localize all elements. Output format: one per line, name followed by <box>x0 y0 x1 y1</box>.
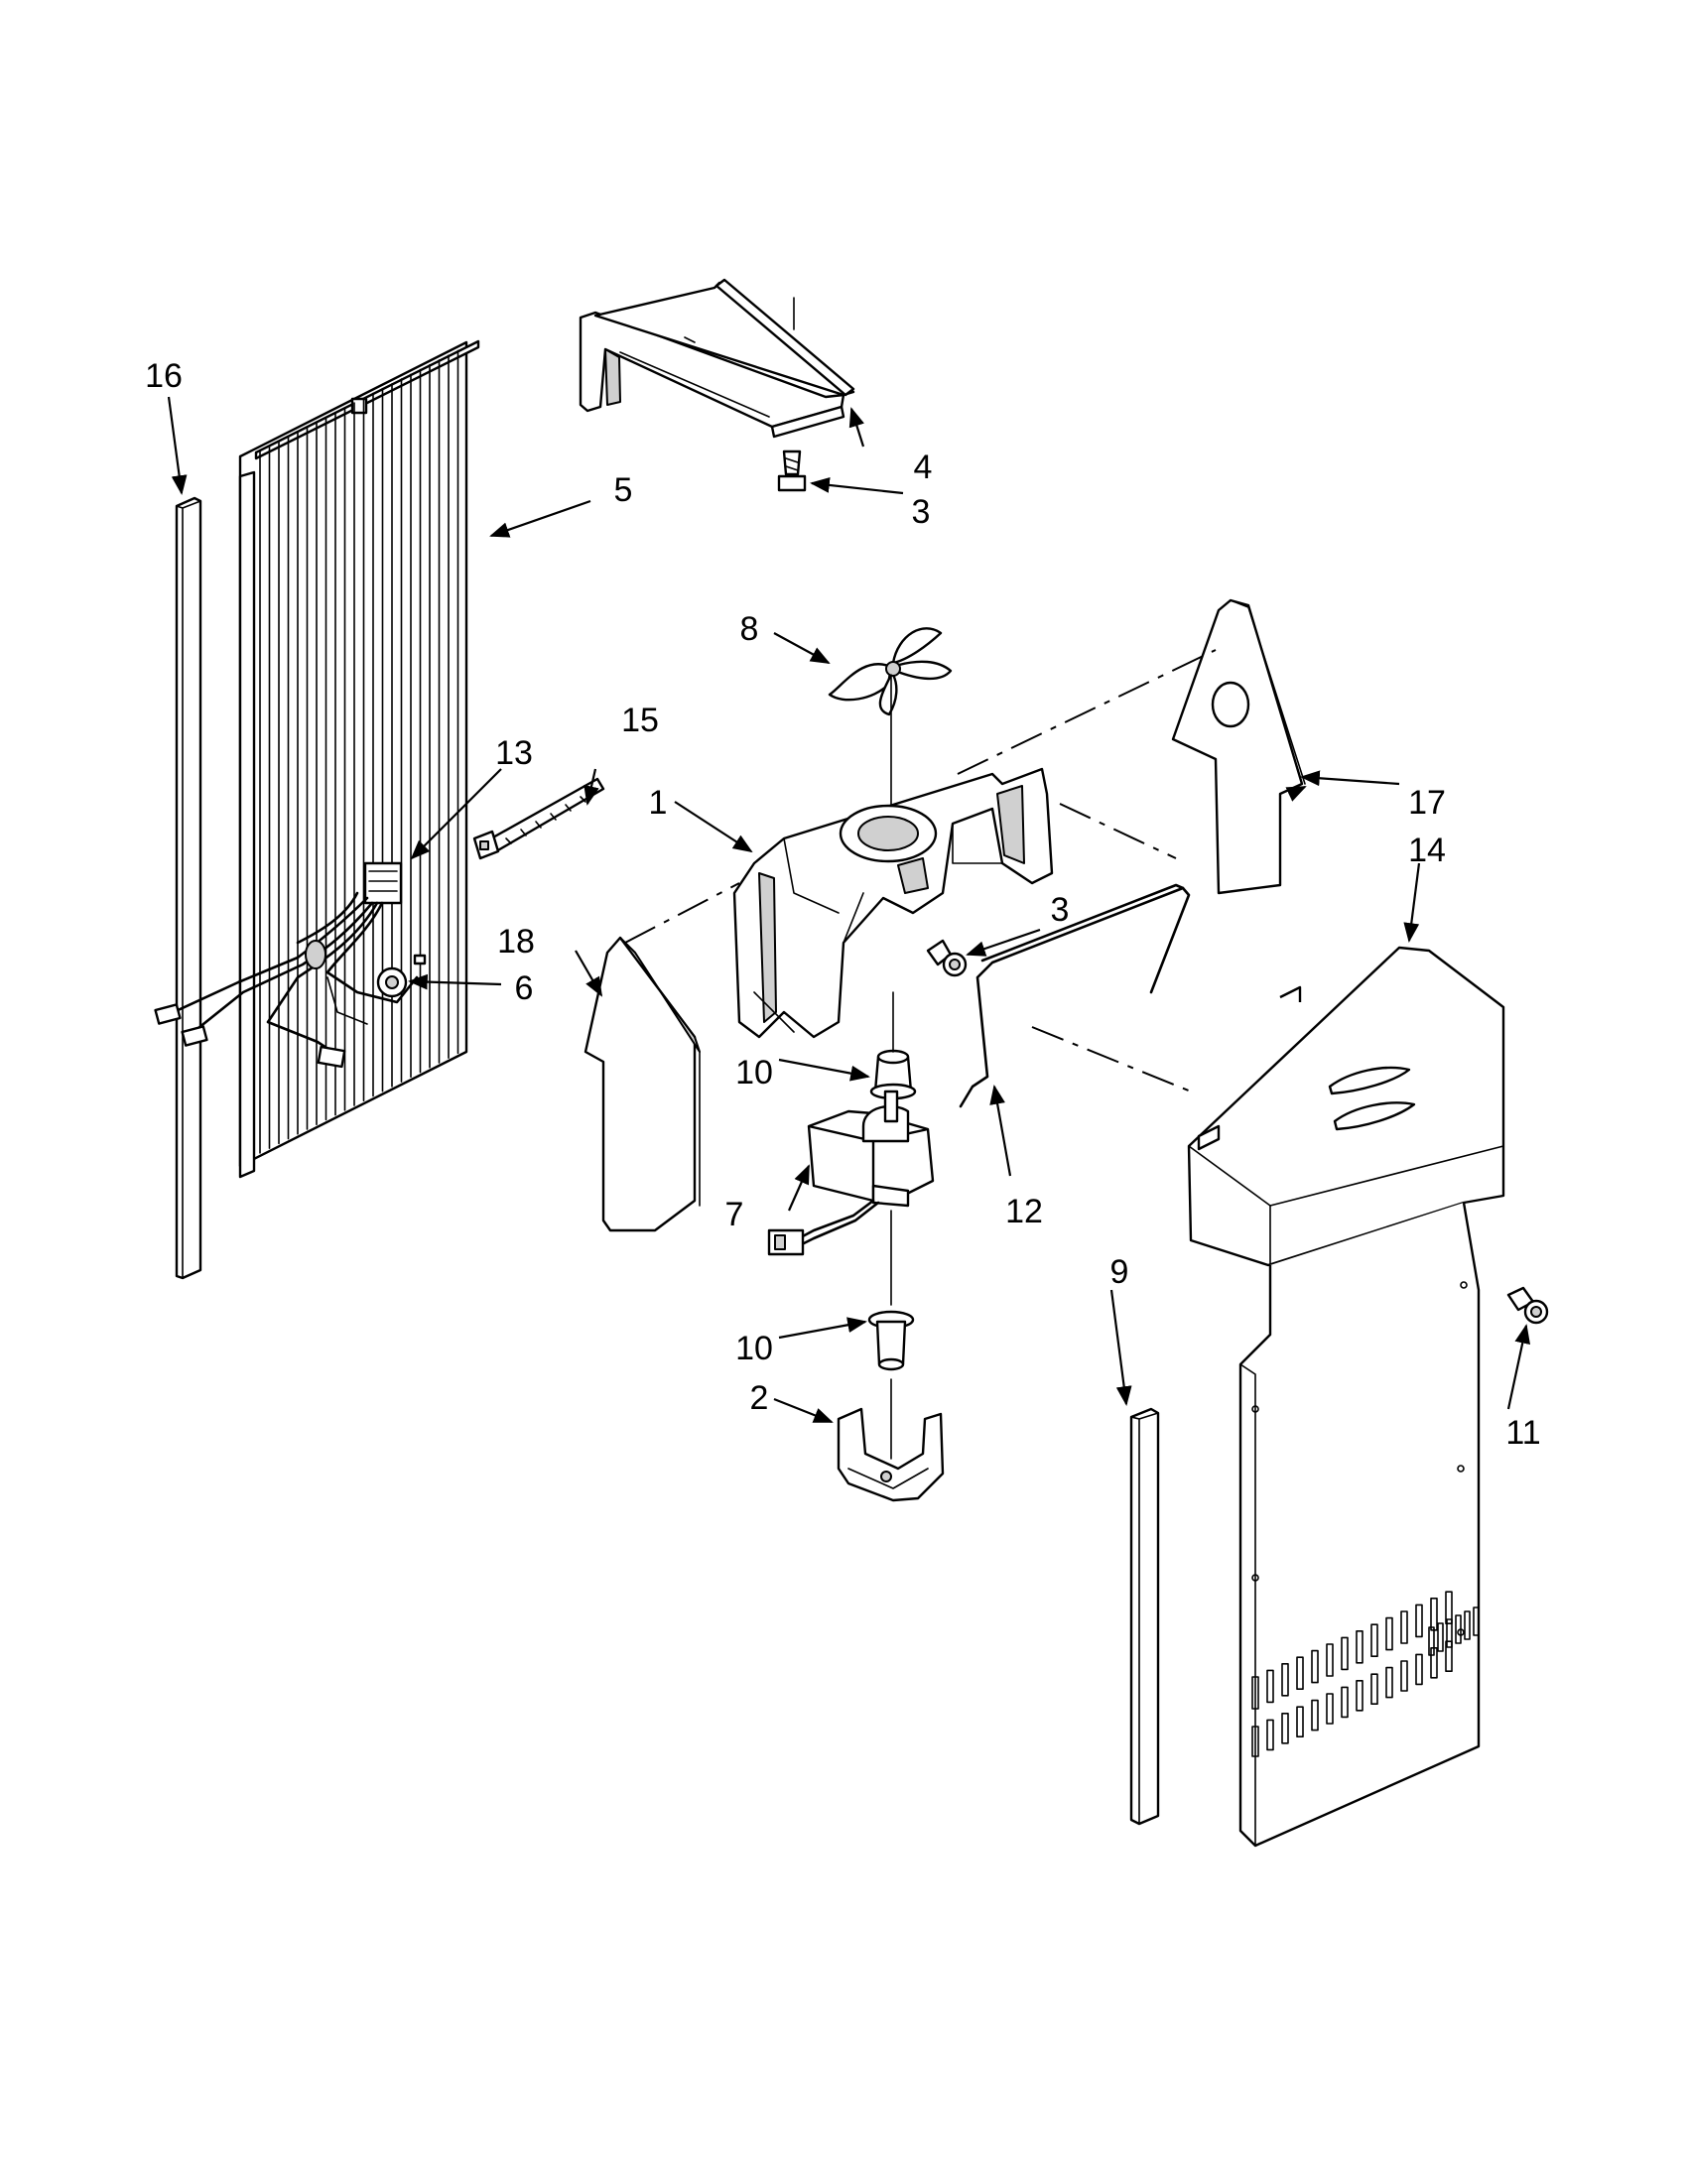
vent-slot <box>1385 1666 1393 1699</box>
part-16-screw <box>1506 1286 1549 1325</box>
callout-12: 12 <box>1005 1193 1043 1230</box>
callout-9: 9 <box>1110 1253 1129 1291</box>
vent-slot <box>1251 1676 1259 1710</box>
part-11-wire-harness <box>154 861 427 1069</box>
leader-arrows <box>167 396 1531 1424</box>
vent-slot <box>1445 1640 1453 1672</box>
vent-slot <box>1473 1606 1480 1636</box>
part-3-screw-middle <box>926 939 968 977</box>
vent-slot <box>1464 1610 1471 1640</box>
part-15-rear-cover <box>1187 946 1505 1848</box>
vent-slot <box>1281 1663 1289 1697</box>
vent-slot <box>1341 1636 1349 1671</box>
callout-13: 15 <box>621 702 659 739</box>
vent-slot <box>1266 1669 1274 1704</box>
part-5-evaporator-panel <box>238 339 480 1179</box>
callout-4: 4 <box>914 449 933 486</box>
callout-14: 16 <box>145 357 183 395</box>
callout-15: 14 <box>1408 832 1446 869</box>
part-18-side-panel-left <box>584 936 701 1232</box>
vent-slot <box>1296 1706 1304 1737</box>
vent-slot <box>1266 1719 1274 1751</box>
callout-2: 2 <box>750 1379 769 1417</box>
alignment-lines <box>624 649 1217 1092</box>
part-9-gasket-strip <box>1129 1407 1160 1826</box>
part-8-fan-blade <box>828 627 953 716</box>
part-10-grommet-lower <box>867 1210 915 1371</box>
callout-17: 17 <box>1408 784 1446 822</box>
callout-5: 5 <box>614 471 633 509</box>
vent-slot <box>1415 1653 1423 1686</box>
rear-cover-vents <box>1251 1591 1480 1757</box>
callout-8: 8 <box>740 610 759 648</box>
vent-slot <box>1296 1656 1304 1690</box>
part-13-cable-tie <box>472 777 605 860</box>
callout-10-lower: 10 <box>735 1330 773 1367</box>
part-2-motor-bracket <box>837 1378 945 1502</box>
part-10-grommet-upper <box>869 991 917 1100</box>
vent-slot <box>1251 1726 1259 1757</box>
vent-slot <box>1455 1614 1462 1644</box>
evaporator-ribs <box>259 349 459 1154</box>
vent-slot <box>1445 1591 1453 1624</box>
vent-slot <box>1281 1713 1289 1744</box>
vent-slot <box>1415 1604 1423 1638</box>
vent-slot <box>1370 1623 1378 1657</box>
callout-6: 6 <box>515 969 534 1007</box>
vent-slot <box>1385 1616 1393 1651</box>
callout-1: 1 <box>649 784 668 822</box>
callout-11: 13 <box>495 734 533 772</box>
part-3-screw-top <box>777 450 807 492</box>
vent-slot <box>1428 1626 1435 1656</box>
part-7-fan-motor <box>767 1090 935 1256</box>
vent-slot <box>1400 1660 1408 1692</box>
vent-slot <box>1356 1680 1363 1712</box>
vent-slot <box>1311 1649 1319 1684</box>
callout-10-upper: 10 <box>735 1054 773 1092</box>
vent-slot <box>1446 1618 1453 1648</box>
callout-16: 11 <box>1505 1414 1540 1452</box>
vent-slot <box>1437 1622 1444 1652</box>
part-14-gasket-strip <box>175 496 202 1280</box>
part-12-wire-bracket <box>959 883 1191 1108</box>
part-17-side-panel-right <box>1171 598 1306 895</box>
part-4-duct-cover <box>579 278 855 439</box>
part-1-fan-shroud <box>732 767 1054 1039</box>
vent-slot <box>1341 1686 1349 1719</box>
callout-3-middle: 3 <box>1051 891 1070 929</box>
vent-slot <box>1400 1610 1408 1644</box>
callout-18: 18 <box>497 923 535 961</box>
vent-slot <box>1326 1643 1334 1677</box>
callout-3-top: 3 <box>912 493 931 531</box>
vent-slot <box>1370 1673 1378 1705</box>
vent-slot <box>1311 1699 1319 1732</box>
vent-slot <box>1326 1693 1334 1725</box>
callout-7: 7 <box>725 1196 744 1233</box>
vent-slot <box>1356 1630 1363 1664</box>
callout-labels: 16 5 4 3 8 15 13 1 17 14 3 18 6 10 7 12 … <box>145 357 1541 1452</box>
